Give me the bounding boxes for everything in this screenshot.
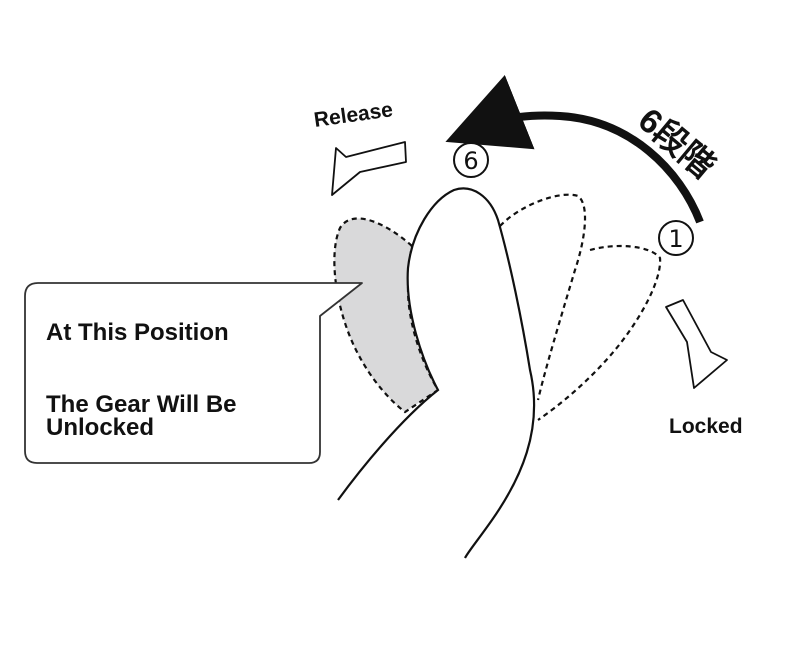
callout-line-unlocked: Unlocked	[46, 414, 155, 441]
locked-lever-outline	[537, 244, 662, 421]
gear-lever	[337, 187, 536, 559]
locked-arrow-icon	[665, 299, 728, 389]
position-1-marker	[658, 220, 694, 256]
stage-arrow	[445, 74, 704, 224]
position-1-number: 1	[668, 225, 683, 253]
position-6-number: 6	[463, 147, 478, 175]
release-arrow-icon	[331, 141, 407, 196]
callout-line-gear: The Gear Will Be	[46, 391, 237, 418]
intermediate-lever-outline	[499, 193, 587, 401]
callout-line-position: At This Position	[46, 319, 229, 346]
release-label: Release	[312, 98, 394, 132]
locked-label: Locked	[669, 415, 743, 438]
position-6-marker	[453, 142, 489, 178]
callout-bubble	[24, 282, 363, 464]
